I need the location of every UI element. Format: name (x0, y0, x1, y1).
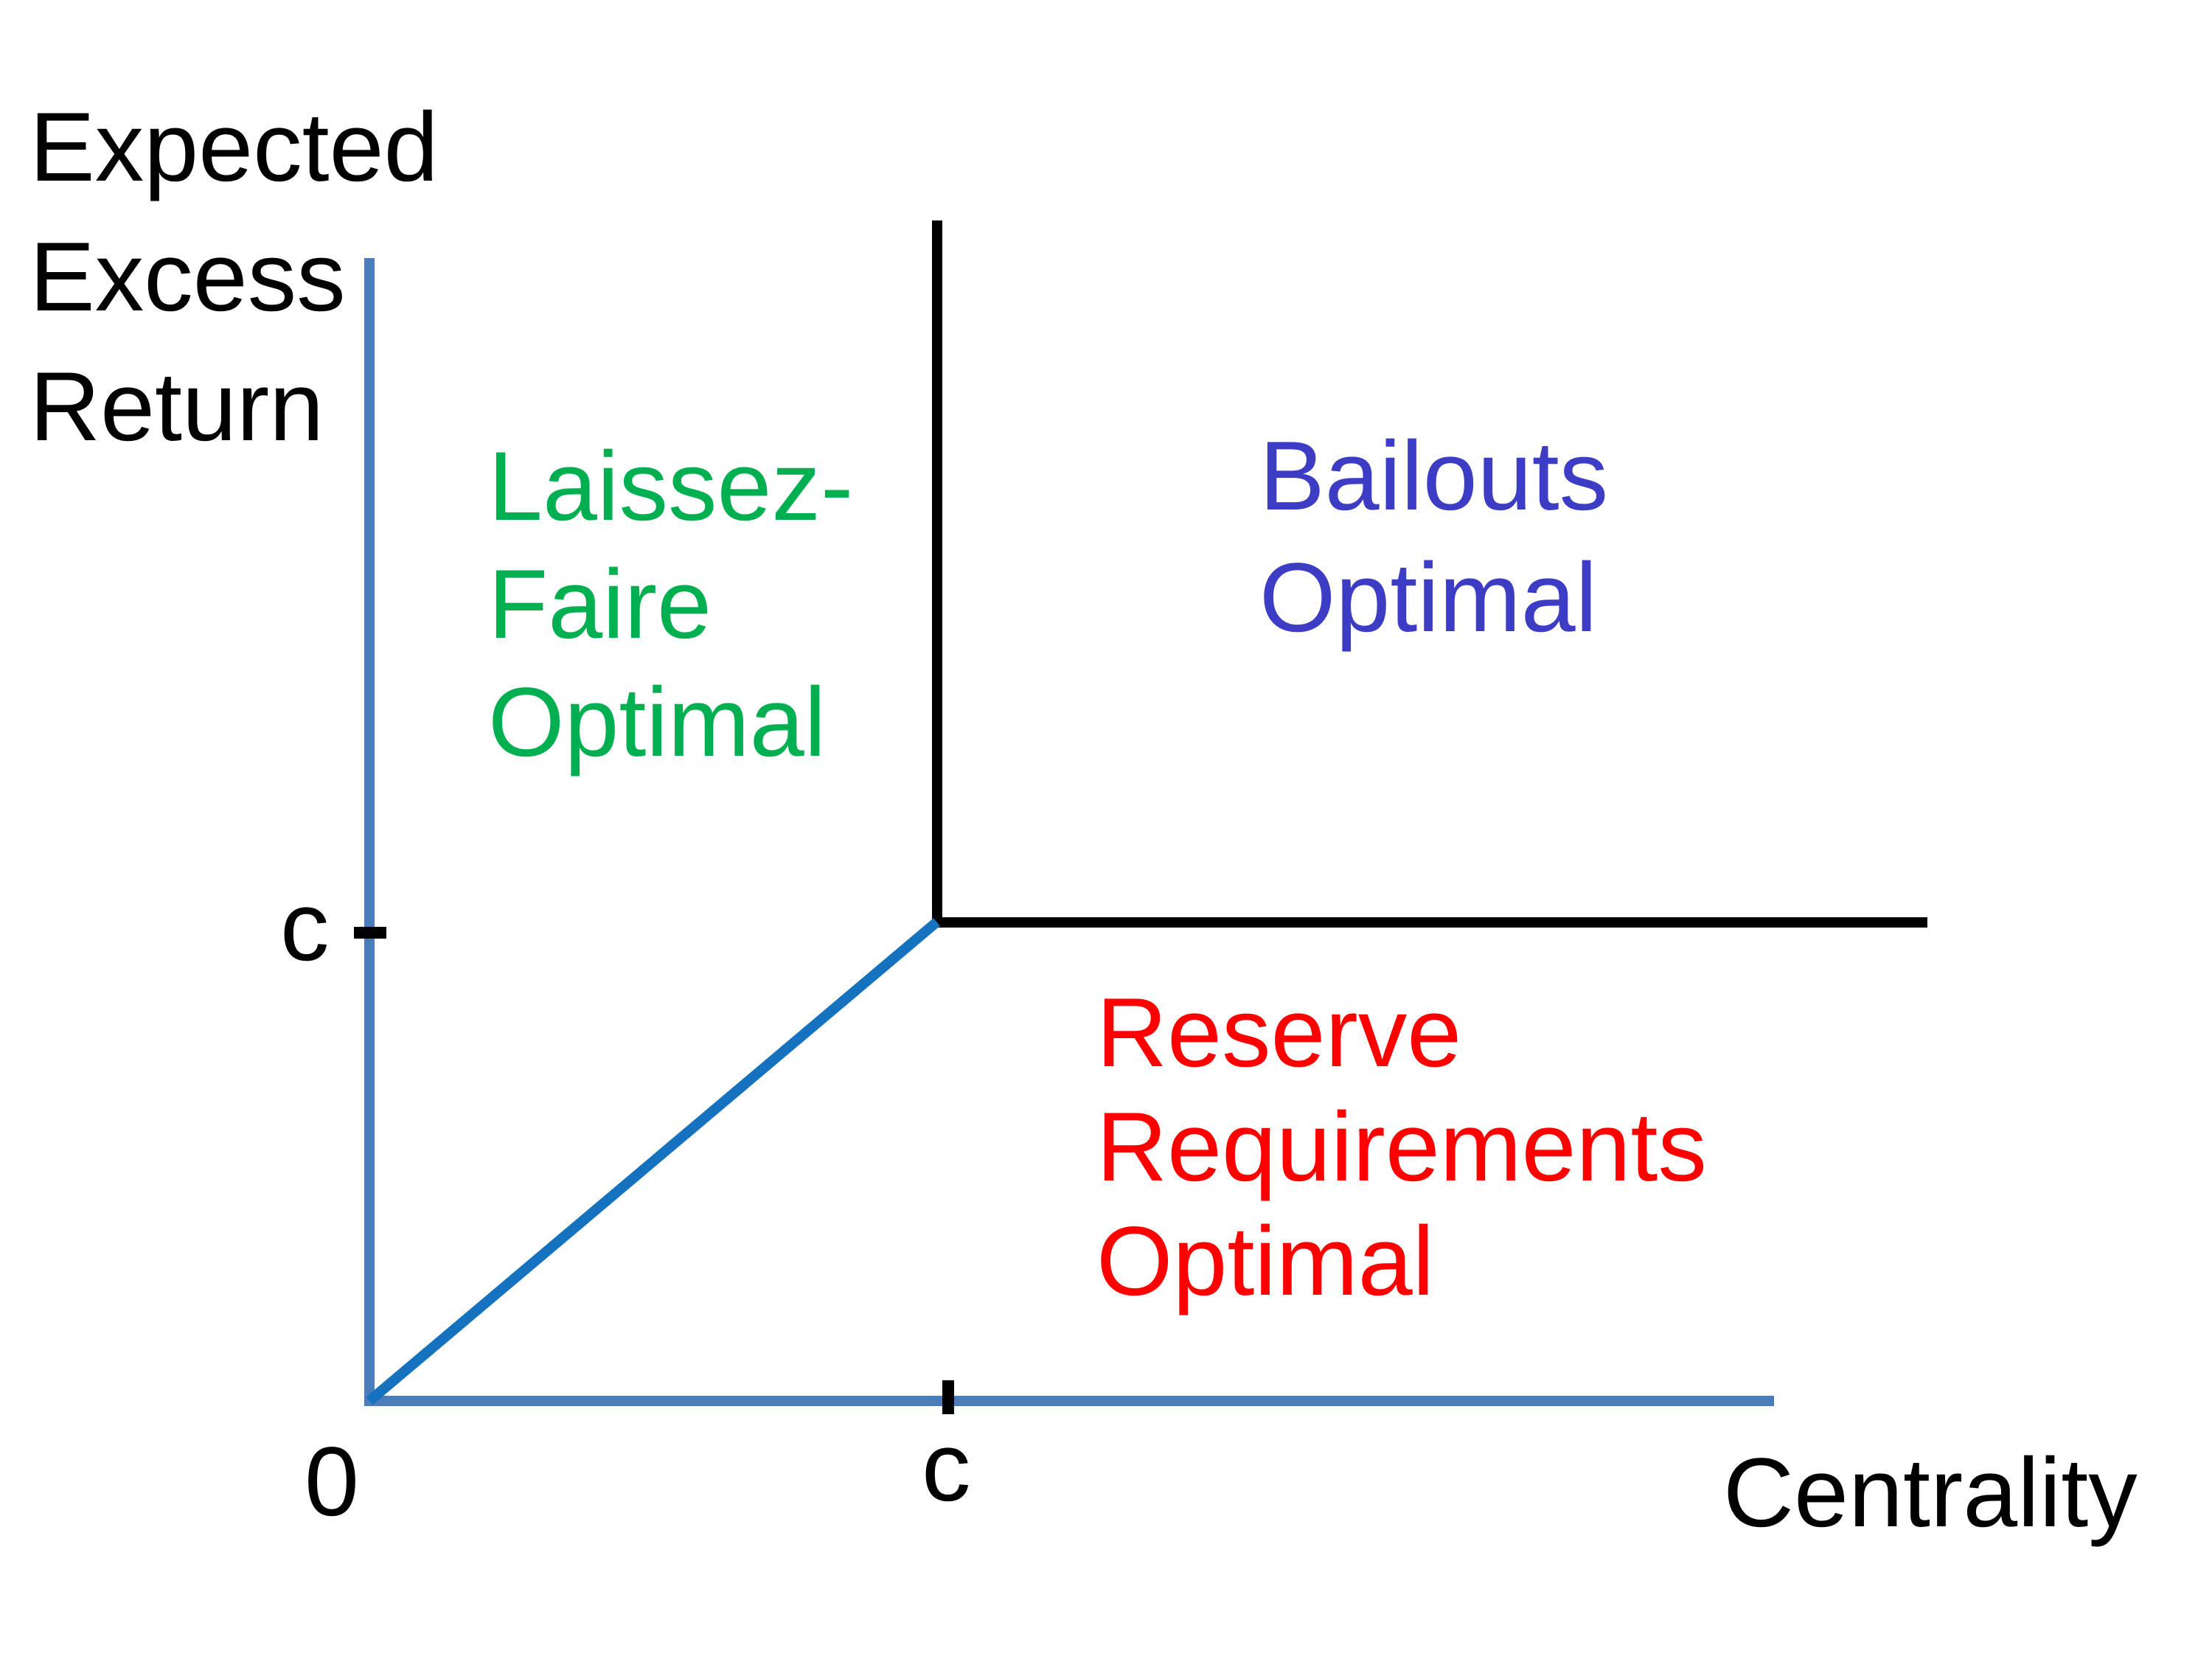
y-axis-label-line: Excess (29, 223, 346, 332)
y-axis-label-line: Expected (29, 93, 439, 202)
region-label-reserve-requirements: Reserve Requirements Optimal (1096, 976, 1707, 1319)
region-label-laissez-faire: Laissez- Faire Optimal (488, 428, 853, 782)
y-axis-tick-label: c (280, 872, 330, 981)
vertical-boundary-line (932, 220, 942, 928)
x-axis-tick-label: c (922, 1413, 971, 1522)
region-label-line: Optimal (1096, 1207, 1435, 1316)
x-axis-label: Centrality (1723, 1439, 2138, 1548)
region-label-line: Laissez- (488, 432, 854, 541)
region-label-line: Optimal (488, 668, 827, 777)
y-axis-line (364, 258, 375, 1406)
region-label-line: Optimal (1259, 543, 1598, 653)
y-axis-tick (354, 927, 386, 939)
y-axis-label-line: Return (29, 352, 324, 462)
horizontal-boundary-line (932, 917, 1927, 928)
diagonal-boundary-line (366, 918, 940, 1405)
region-label-line: Reserve (1096, 978, 1462, 1088)
origin-label: 0 (305, 1427, 359, 1537)
region-label-line: Bailouts (1259, 422, 1609, 531)
x-axis-tick (942, 1380, 954, 1414)
region-label-bailouts: Bailouts Optimal (1259, 416, 1608, 659)
region-label-line: Requirements (1096, 1093, 1707, 1202)
x-axis-line (364, 1396, 1774, 1406)
region-label-line: Faire (488, 550, 712, 659)
y-axis-label: Expected Excess Return (29, 83, 439, 472)
